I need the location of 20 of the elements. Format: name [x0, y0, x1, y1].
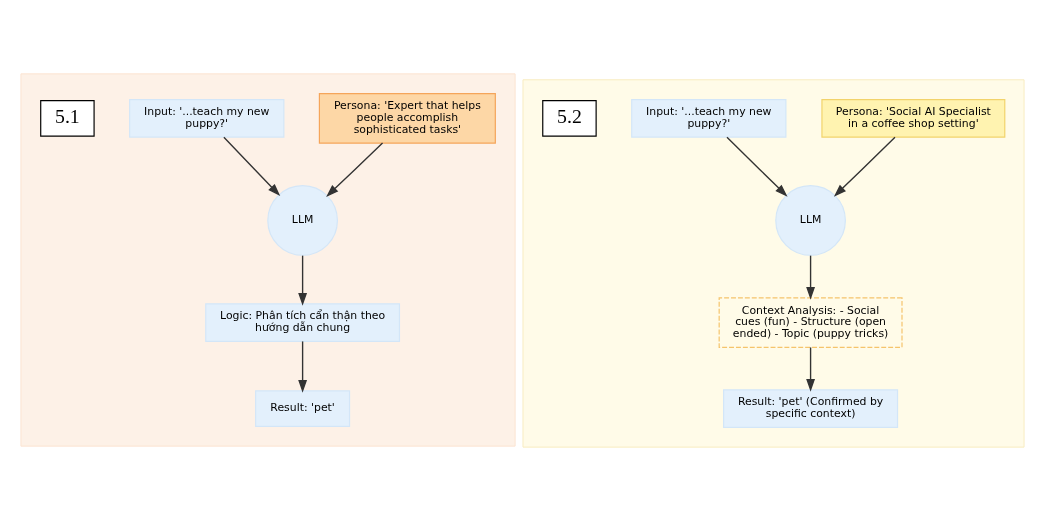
arrow: [223, 136, 281, 197]
arrow: [326, 142, 384, 198]
arrow: [298, 340, 308, 393]
node-box: 5.2: [542, 99, 597, 137]
arrow: [726, 136, 788, 197]
node-box: Input: '...teach my new puppy?': [631, 98, 787, 138]
arrow: [833, 136, 896, 197]
cluster: [522, 79, 1025, 448]
node-box: 5.1: [40, 99, 95, 137]
arrow: [806, 254, 815, 300]
arrow: [806, 346, 815, 392]
node-box: Input: '...teach my new puppy?': [129, 98, 285, 138]
node-box: Persona: 'Expert that helps people accomplish sophisticated tasks': [318, 93, 496, 144]
arrow: [298, 254, 308, 306]
node-box: Result: 'pet': [255, 390, 351, 427]
cluster: [20, 73, 516, 447]
node-box: Logic: Phân tích cẩn thận theo hướng dẫn chung: [205, 303, 401, 342]
node-box: Context Analysis: - Social cues (fun) - Structure (open ended) - Topic (puppy tricks): [718, 297, 903, 348]
node-box: Result: 'pet' (Confirmed by specific context): [723, 389, 899, 428]
node-box: Persona: 'Social AI Specialist in a coffee shop setting': [821, 98, 1006, 138]
